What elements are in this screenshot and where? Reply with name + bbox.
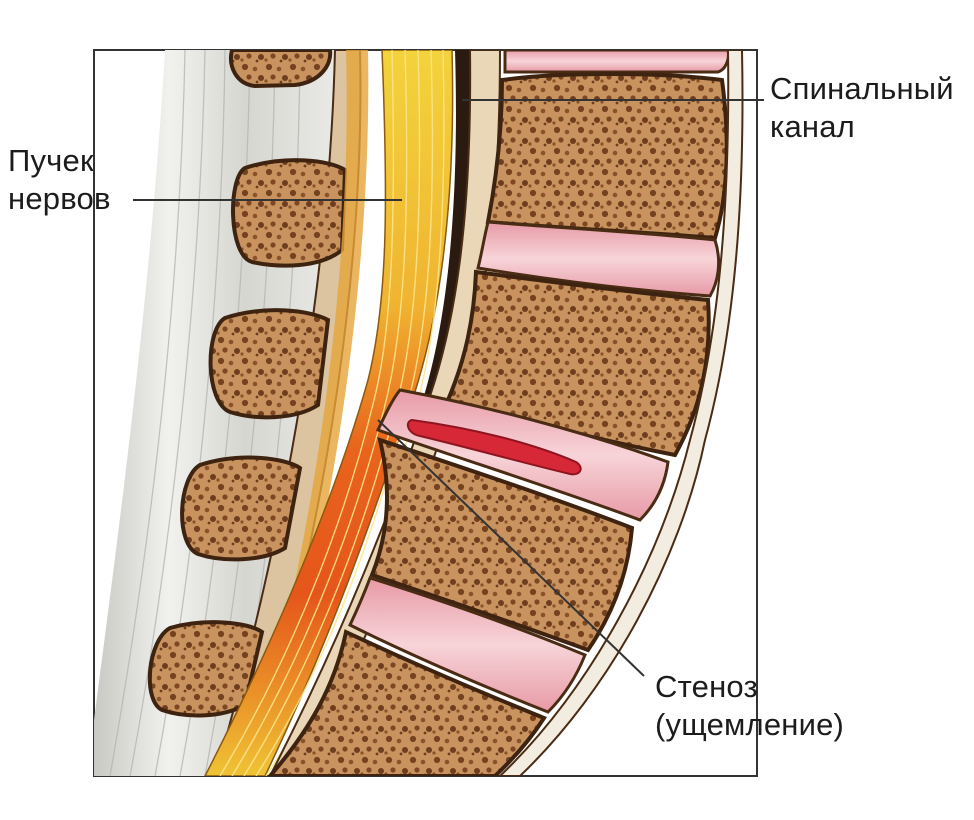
anterior-spine-edge [498,50,744,776]
label-spinal-canal-line1: Спинальный [770,71,954,106]
label-nerve-bundle-line2: нервов [8,181,111,216]
spinous-process-1 [229,50,333,89]
vertebral-body-1 [503,50,730,74]
disc-herniation-core [406,418,582,476]
label-nerve-bundle-line1: Пучек [8,143,94,178]
vertebral-body-4 [369,436,635,653]
spinous-process-5 [147,620,265,718]
label-stenosis: Стеноз (ущемление) [655,668,844,744]
label-nerve-bundle: Пучек нервов [8,142,111,218]
label-spinal-canal: Спинальный канал [770,70,954,146]
vertebral-body-3 [445,269,711,458]
label-spinal-canal-line2: канал [770,109,855,144]
spinous-process-2 [231,158,348,268]
label-stenosis-line1: Стеноз [655,669,758,704]
leader-line-stenosis [377,419,645,677]
spinous-process-3 [208,308,331,420]
vertebral-body-2 [485,72,729,241]
disc-3 [348,576,587,714]
epidural-fat-posterior [248,50,369,776]
spinous-process-4 [180,455,303,562]
disc-1 [476,220,721,298]
label-stenosis-line2: (ущемление) [655,707,845,742]
vertebral-body-5 [267,629,547,776]
spinal-canal-edge [416,50,473,420]
